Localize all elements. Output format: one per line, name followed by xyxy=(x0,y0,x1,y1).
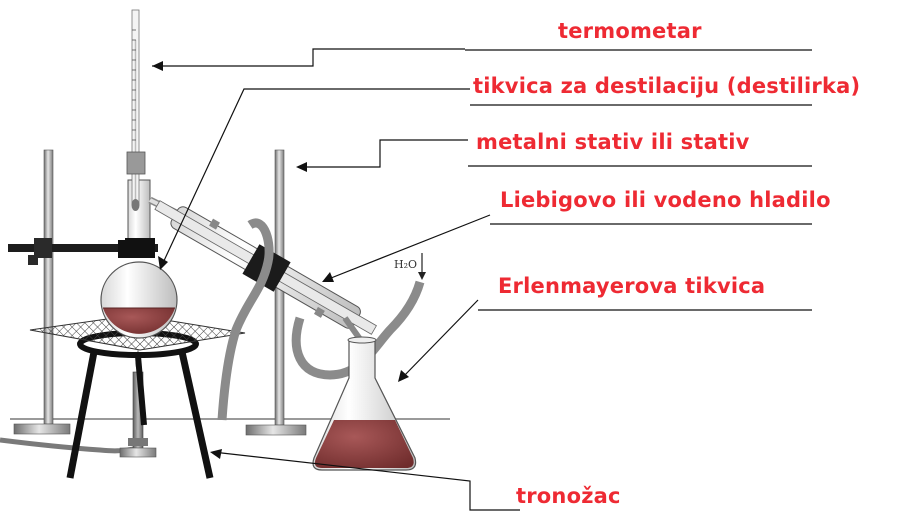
thermometer-leader xyxy=(152,48,465,67)
label-liebig-condenser: Liebigovo ili vodeno hladilo xyxy=(500,188,831,212)
tripod xyxy=(66,330,214,479)
erlenmeyer-flask xyxy=(312,336,417,471)
label-distillation-flask: tikvica za destilaciju (destilirka) xyxy=(473,74,861,98)
label-underlines xyxy=(465,49,812,311)
water-inlet-arrow xyxy=(418,253,426,280)
label-leader-lines xyxy=(152,48,520,511)
label-thermometer: termometar xyxy=(558,19,702,43)
water-label: H₂O xyxy=(394,258,417,271)
label-tripod: tronožac xyxy=(516,484,621,508)
left-stand xyxy=(13,149,71,435)
thermometer xyxy=(126,9,146,211)
water-hose-outlet xyxy=(217,218,274,421)
label-erlenmeyer-flask: Erlenmayerova tikvica xyxy=(498,274,766,298)
label-metal-stand: metalni stativ ili stativ xyxy=(476,130,750,154)
gas-tube xyxy=(0,437,136,454)
